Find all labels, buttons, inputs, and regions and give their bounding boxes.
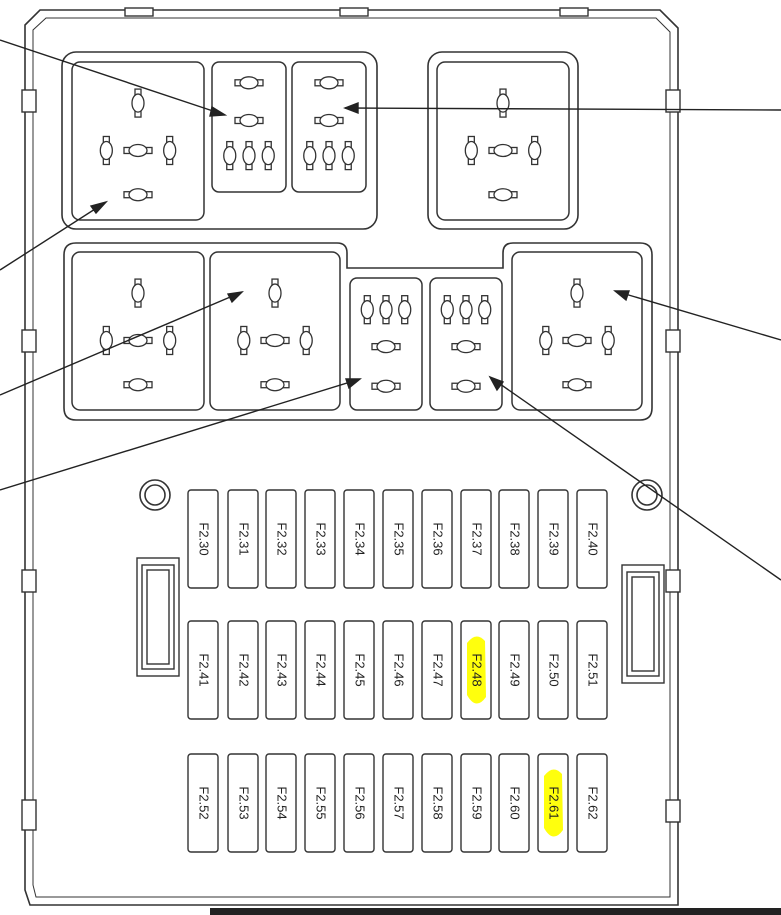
fuse-f2-35: F2.35 bbox=[382, 489, 414, 589]
fuse-label: F2.49 bbox=[508, 653, 523, 686]
fuse-f2-47: F2.47 bbox=[421, 620, 453, 720]
fuse-f2-49: F2.49 bbox=[498, 620, 530, 720]
fuse-f2-56: F2.56 bbox=[343, 753, 375, 853]
fuse-f2-55: F2.55 bbox=[304, 753, 336, 853]
fuse-label: F2.43 bbox=[275, 653, 290, 686]
side-connector-left bbox=[136, 557, 180, 677]
fuse-label: F2.48 bbox=[470, 653, 485, 686]
fuse-f2-52: F2.52 bbox=[187, 753, 219, 853]
fuse-f2-37: F2.37 bbox=[460, 489, 492, 589]
fuse-box-housing bbox=[24, 9, 679, 906]
fuse-label: F2.61 bbox=[547, 786, 562, 819]
relay-8 bbox=[429, 277, 503, 411]
fuse-label: F2.52 bbox=[197, 786, 212, 819]
fuse-label: F2.46 bbox=[392, 653, 407, 686]
relay-9 bbox=[511, 251, 643, 411]
relay-frame-top-left bbox=[61, 51, 378, 230]
fuse-f2-36: F2.36 bbox=[421, 489, 453, 589]
fuse-label: F2.53 bbox=[237, 786, 252, 819]
fuse-f2-51: F2.51 bbox=[576, 620, 608, 720]
fuse-label: F2.57 bbox=[392, 786, 407, 819]
fuse-label: F2.39 bbox=[547, 522, 562, 555]
fuse-label: F2.54 bbox=[275, 786, 290, 819]
fuse-label: F2.30 bbox=[197, 522, 212, 555]
relay-frame-top-right bbox=[427, 51, 579, 230]
fuse-f2-33: F2.33 bbox=[304, 489, 336, 589]
fuse-f2-40: F2.40 bbox=[576, 489, 608, 589]
fuse-label: F2.51 bbox=[586, 653, 601, 686]
fuse-label: F2.32 bbox=[275, 522, 290, 555]
relay-2 bbox=[211, 61, 287, 193]
fuse-label: F2.55 bbox=[314, 786, 329, 819]
fuse-label: F2.31 bbox=[237, 522, 252, 555]
fuse-f2-50: F2.50 bbox=[537, 620, 569, 720]
fuse-layer: F2.30 F2.31 F2.32 F2.33 F2.34 F2.35 F2.36 F2.37… bbox=[187, 489, 608, 853]
relay-1 bbox=[71, 61, 205, 221]
fuse-f2-46: F2.46 bbox=[382, 620, 414, 720]
fuse-f2-54: F2.54 bbox=[265, 753, 297, 853]
fuse-f2-30: F2.30 bbox=[187, 489, 219, 589]
fuse-f2-34: F2.34 bbox=[343, 489, 375, 589]
relay-4 bbox=[436, 61, 570, 221]
fuse-f2-53: F2.53 bbox=[227, 753, 259, 853]
callout-arrows bbox=[0, 39, 781, 581]
fuse-label: F2.47 bbox=[431, 653, 446, 686]
fuse-f2-57: F2.57 bbox=[382, 753, 414, 853]
fuse-f2-59: F2.59 bbox=[460, 753, 492, 853]
fuse-label: F2.50 bbox=[547, 653, 562, 686]
fuse-f2-62: F2.62 bbox=[576, 753, 608, 853]
fuse-label: F2.35 bbox=[392, 522, 407, 555]
relay-5 bbox=[71, 251, 205, 411]
bottom-edge bbox=[210, 908, 781, 915]
relay-frame-middle bbox=[63, 242, 653, 421]
fuse-f2-48: F2.48 bbox=[460, 620, 492, 720]
highlight-mark bbox=[467, 636, 486, 704]
fuse-label: F2.45 bbox=[353, 653, 368, 686]
highlight-mark bbox=[544, 769, 563, 837]
fuse-label: F2.41 bbox=[197, 653, 212, 686]
fuse-label: F2.40 bbox=[586, 522, 601, 555]
fuse-f2-31: F2.31 bbox=[227, 489, 259, 589]
fuse-label: F2.33 bbox=[314, 522, 329, 555]
fuse-f2-43: F2.43 bbox=[265, 620, 297, 720]
fuse-label: F2.37 bbox=[470, 522, 485, 555]
fuse-f2-42: F2.42 bbox=[227, 620, 259, 720]
relay-3 bbox=[291, 61, 367, 193]
fuse-f2-32: F2.32 bbox=[265, 489, 297, 589]
fuse-f2-39: F2.39 bbox=[537, 489, 569, 589]
fuse-label: F2.60 bbox=[508, 786, 523, 819]
fuse-f2-58: F2.58 bbox=[421, 753, 453, 853]
fuse-f2-60: F2.60 bbox=[498, 753, 530, 853]
fuse-label: F2.38 bbox=[508, 522, 523, 555]
fuse-f2-61: F2.61 bbox=[537, 753, 569, 853]
fuse-label: F2.34 bbox=[353, 522, 368, 555]
relay-layer bbox=[71, 61, 643, 411]
fuse-label: F2.56 bbox=[353, 786, 368, 819]
relay-6 bbox=[209, 251, 341, 411]
fuse-label: F2.58 bbox=[431, 786, 446, 819]
fuse-label: F2.44 bbox=[314, 653, 329, 686]
side-connector-right bbox=[621, 564, 665, 684]
fuse-label: F2.42 bbox=[237, 653, 252, 686]
fuse-f2-45: F2.45 bbox=[343, 620, 375, 720]
fuse-f2-38: F2.38 bbox=[498, 489, 530, 589]
fuse-label: F2.59 bbox=[470, 786, 485, 819]
fuse-label: F2.62 bbox=[586, 786, 601, 819]
housing-clips bbox=[21, 7, 681, 831]
fuse-f2-41: F2.41 bbox=[187, 620, 219, 720]
relay-7 bbox=[349, 277, 423, 411]
fuse-f2-44: F2.44 bbox=[304, 620, 336, 720]
fuse-label: F2.36 bbox=[431, 522, 446, 555]
